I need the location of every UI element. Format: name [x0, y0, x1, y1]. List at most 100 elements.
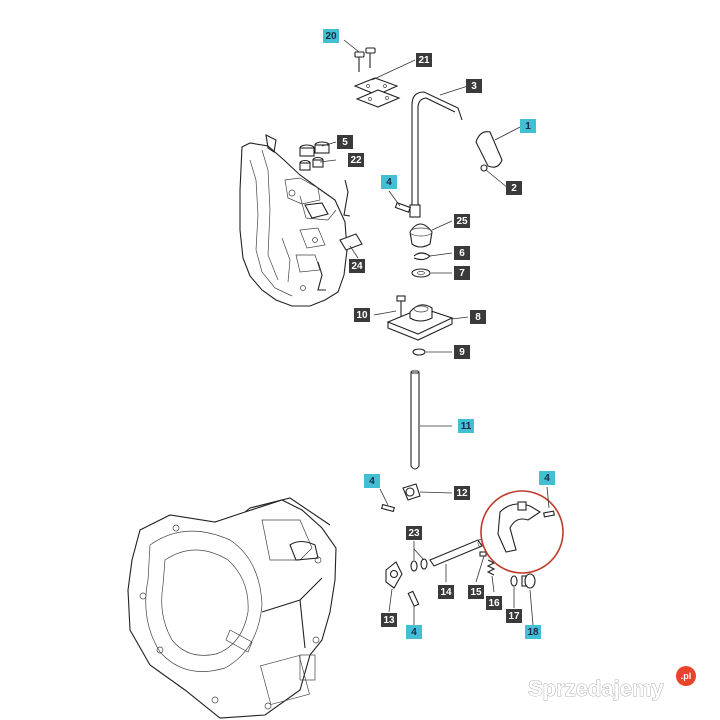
detent-spring — [479, 551, 496, 576]
plug-seal — [510, 575, 518, 587]
shift-fork — [497, 501, 542, 553]
callout-box-bg — [381, 613, 397, 627]
callout-number: 9 — [459, 347, 465, 358]
callout-c4a: 4 — [381, 175, 397, 189]
callout-c4d: 4 — [406, 625, 422, 639]
callout-box-bg — [506, 609, 522, 623]
callout-c8: 8 — [470, 310, 486, 324]
o-ring-pair — [410, 558, 428, 572]
callout-c4c: 4 — [539, 471, 555, 485]
callout-number: 1 — [525, 121, 531, 132]
callout-c5: 5 — [337, 135, 353, 149]
callout-box-bg — [454, 214, 470, 228]
callout-number: 5 — [342, 137, 348, 148]
plug — [521, 573, 536, 589]
callout-box-bg — [539, 471, 555, 485]
callout-number: 14 — [440, 587, 452, 598]
callout-number: 15 — [470, 587, 482, 598]
callout-c21: 21 — [416, 53, 432, 67]
small-bracket — [339, 233, 363, 251]
pin — [543, 510, 555, 518]
bellhousing — [127, 497, 337, 719]
callout-c23: 23 — [406, 526, 422, 540]
selector-finger — [402, 483, 421, 501]
callout-c16: 16 — [486, 596, 502, 610]
callout-number: 22 — [350, 155, 362, 166]
callout-c10: 10 — [354, 308, 370, 322]
callout-number: 8 — [475, 312, 481, 323]
callout-number: 12 — [456, 488, 468, 499]
watermark-badge — [676, 666, 696, 686]
bush-parts — [299, 141, 330, 171]
leader-lines — [319, 39, 550, 626]
upper-housing — [239, 134, 351, 307]
locking-plate — [353, 77, 401, 108]
callout-box-bg — [323, 29, 339, 43]
callout-number: 4 — [544, 473, 550, 484]
callout-c18: 18 — [525, 625, 541, 639]
callout-number: 18 — [527, 627, 539, 638]
callout-number: 4 — [411, 627, 417, 638]
pin — [394, 202, 411, 213]
callout-box-bg — [381, 175, 397, 189]
callout-number: 25 — [456, 216, 468, 227]
callout-box-bg — [454, 486, 470, 500]
callout-c14: 14 — [438, 585, 454, 599]
callout-box-bg — [337, 135, 353, 149]
callout-c13: 13 — [381, 613, 397, 627]
watermark: Sprzedajemy .pl — [528, 666, 696, 701]
callout-c6: 6 — [454, 246, 470, 260]
lever-housing-plate — [386, 304, 454, 341]
callout-box-bg — [466, 79, 482, 93]
callout-c11: 11 — [458, 419, 474, 433]
mounting-bolt — [396, 295, 406, 318]
callout-box-bg — [406, 625, 422, 639]
callout-number: 3 — [471, 81, 477, 92]
callout-c4b: 4 — [364, 474, 380, 488]
callout-c9: 9 — [454, 345, 470, 359]
callout-box-bg — [525, 625, 541, 639]
callout-c25: 25 — [454, 214, 470, 228]
callout-box-bg — [348, 153, 364, 167]
callout-c20: 20 — [323, 29, 339, 43]
callout-box-bg — [486, 596, 502, 610]
callout-box-bg — [458, 419, 474, 433]
callout-c17: 17 — [506, 609, 522, 623]
callout-box-bg — [354, 308, 370, 322]
watermark-suffix: .pl — [681, 671, 692, 681]
callout-number: 23 — [408, 528, 420, 539]
callout-number: 6 — [459, 248, 465, 259]
washer — [411, 268, 431, 278]
callout-c15: 15 — [468, 585, 484, 599]
lever-knob — [475, 131, 503, 172]
callout-c22: 22 — [348, 153, 364, 167]
callout-number: 17 — [508, 611, 520, 622]
o-ring — [412, 348, 426, 356]
callout-number: 16 — [488, 598, 500, 609]
callout-number: 13 — [383, 615, 395, 626]
callout-box-bg — [349, 259, 365, 273]
callout-box-bg — [468, 585, 484, 599]
callout-number: 10 — [356, 310, 368, 321]
callout-box-bg — [364, 474, 380, 488]
callout-box-bg — [416, 53, 432, 67]
interlock-arm — [385, 561, 403, 589]
callout-number: 24 — [351, 261, 363, 272]
callout-box-bg — [470, 310, 486, 324]
gear-lever — [409, 91, 463, 218]
callout-c3: 3 — [466, 79, 482, 93]
callout-number: 21 — [418, 55, 430, 66]
callout-number: 4 — [386, 177, 392, 188]
bolt-pair — [354, 47, 376, 72]
highlight-circle — [480, 490, 564, 574]
callout-box-bg — [438, 585, 454, 599]
callout-c7: 7 — [454, 266, 470, 280]
callout-box-bg — [454, 246, 470, 260]
callout-c2: 2 — [506, 181, 522, 195]
callout-box-bg — [520, 119, 536, 133]
callout-c24: 24 — [349, 259, 365, 273]
selector-shaft — [410, 369, 420, 470]
watermark-text: Sprzedajemy — [528, 676, 664, 701]
